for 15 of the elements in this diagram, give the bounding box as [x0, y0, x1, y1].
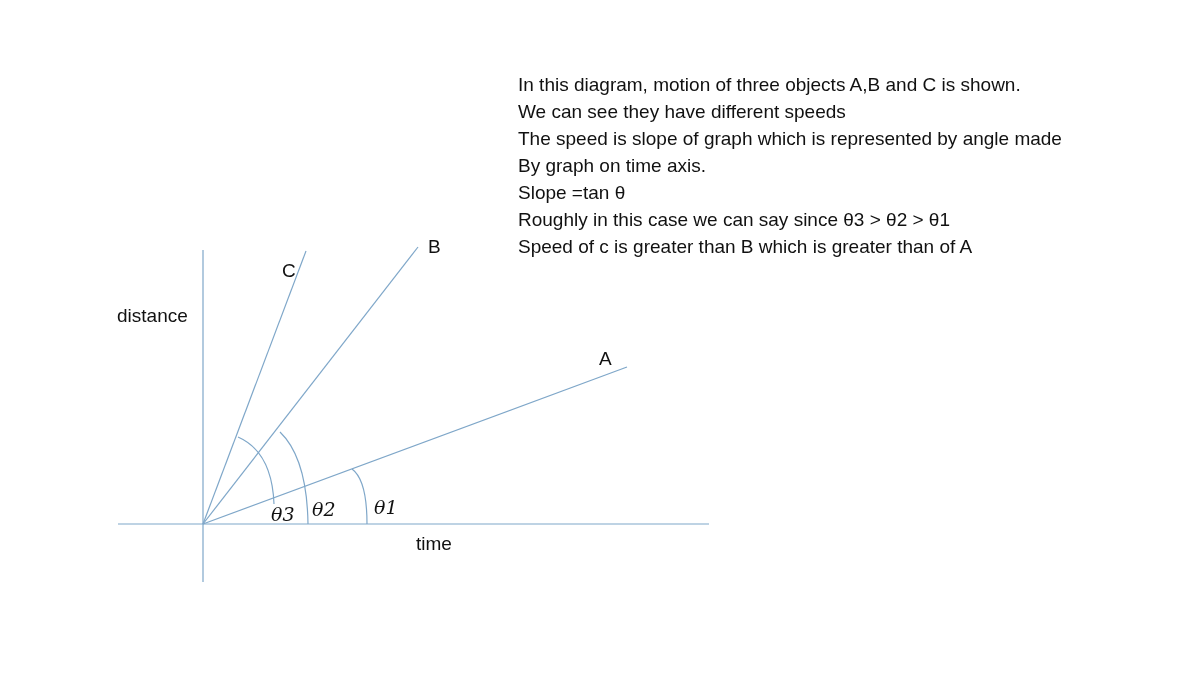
line-label: C: [282, 260, 296, 282]
angle-label: θ2: [312, 498, 336, 520]
axis-label: distance: [117, 305, 188, 327]
explanation-text: In this diagram, motion of three objects A,B and C is shown.: [518, 74, 1021, 96]
line-label: B: [428, 236, 441, 258]
angle-label: θ3: [271, 503, 295, 525]
explanation-text: By graph on time axis.: [518, 155, 706, 177]
explanation-text: Roughly in this case we can say since θ3 > θ2 > θ1: [518, 209, 950, 231]
line-label: A: [599, 348, 612, 370]
explanation-text: Speed of c is greater than B which is greater than of A: [518, 236, 973, 258]
explanation-text: Slope =tan θ: [518, 182, 626, 204]
axis-label: time: [416, 533, 452, 555]
explanation-text: The speed is slope of graph which is represented by angle made: [518, 128, 1062, 150]
explanation-text: We can see they have different speeds: [518, 101, 846, 123]
angle-label: θ1: [374, 496, 398, 518]
